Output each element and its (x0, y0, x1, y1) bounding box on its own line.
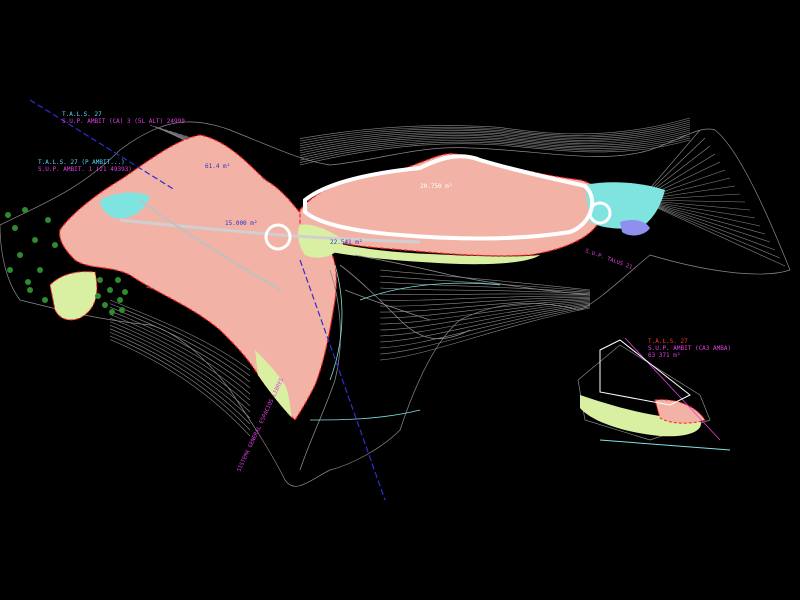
label-right-inset-line3: 63 371 m² (648, 352, 681, 359)
zone-green-southwest (49, 271, 98, 321)
label-diagonal-bottom: SISTEMA GENERAL ESPACIOS LIBRES (236, 377, 285, 473)
label-topleft-2-line1: T.A.L.S. 27 (P AMBIT...) (38, 159, 125, 166)
inset-pink (654, 399, 706, 424)
label-right-inset-line1: T.A.L.S. 27 (648, 338, 688, 345)
vegetation-trees (5, 207, 128, 315)
ramp-cyan-edges (309, 264, 501, 421)
label-area-3: 15.000 m² (225, 220, 258, 227)
zone-west-cyan (100, 192, 150, 219)
label-topleft-2-line2: S.U.P. AMBIT. 1 (21 49393) (38, 166, 132, 173)
highway-interchange (299, 254, 591, 471)
label-diagonal-right: S.U.P. TALUS 21 (584, 248, 633, 271)
inset-building-outline (599, 339, 691, 406)
inset-contour (577, 344, 711, 441)
zone-central-green (297, 224, 345, 258)
label-topleft-1-line1: T.A.L.S. 27 (62, 111, 102, 118)
zone-green-south-strip (255, 350, 292, 418)
inset-green (580, 395, 701, 437)
label-area-2: 61.4 m² (205, 163, 230, 170)
label-right-inset-line2: S.U.P. AMBIT (CA3 AMBA) (648, 345, 731, 352)
survey-lines (29, 99, 386, 501)
inset-magenta-line (624, 337, 721, 441)
road-diagonal-sw (139, 199, 281, 291)
road-main-westeast (119, 218, 421, 244)
label-topleft-1-line2: S.U.P. AMBIT (CA) 3 (5L ALT) 24999 (62, 118, 185, 125)
roundabout-west (264, 223, 292, 251)
inset-detail-plan (577, 337, 731, 451)
zone-east-cyan (585, 182, 665, 229)
road-network (119, 154, 595, 291)
zone-east-purple (620, 220, 650, 236)
label-area-1: 20.750 m² (420, 183, 453, 190)
road-loop-east (303, 154, 595, 241)
label-area-4: 22.541 m² (330, 239, 363, 246)
inset-road (599, 439, 731, 451)
roundabout-east (588, 201, 612, 225)
